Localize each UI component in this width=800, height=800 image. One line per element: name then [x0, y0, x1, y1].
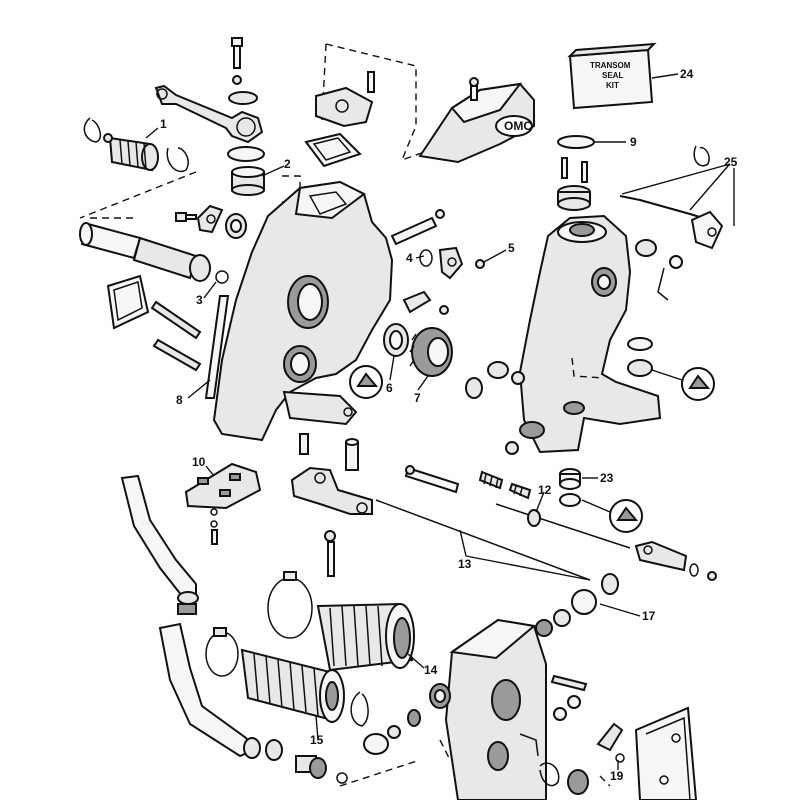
callout-17: 17	[642, 609, 656, 623]
callout-1: 1	[160, 117, 167, 131]
lever-19	[596, 722, 625, 763]
pin-8	[204, 295, 230, 399]
gear-7	[409, 327, 453, 377]
callout-8: 8	[176, 393, 183, 407]
pins-pair	[561, 157, 588, 183]
shift-rod-13	[375, 465, 591, 581]
seal-icon-badge-mid	[609, 499, 643, 533]
callout-24: 24	[680, 67, 694, 81]
gear-housing	[429, 618, 547, 800]
gimbal-housing	[212, 180, 394, 442]
washer-right	[627, 337, 653, 377]
bellows-small	[103, 133, 159, 172]
yoke-bracket	[518, 214, 662, 454]
bolt-mid	[324, 530, 336, 577]
steering-arm	[154, 84, 264, 144]
o-ring-9	[557, 135, 595, 149]
bearing-6	[383, 323, 409, 357]
screw-5	[475, 259, 485, 269]
transom-seal-kit: TRANSOM SEAL KIT	[567, 42, 657, 110]
gasket-left	[106, 274, 150, 330]
shaft-rod	[390, 209, 445, 246]
callout-25: 25	[724, 155, 738, 169]
small-screw-left	[175, 212, 197, 222]
exhaust-hose-upper	[120, 474, 199, 615]
bracket-small	[196, 204, 224, 234]
bushing-small	[225, 213, 247, 239]
omc-cover: OMC	[418, 77, 535, 164]
washer-mid	[559, 493, 581, 507]
callout-14: 14	[424, 663, 438, 677]
washer-lower	[363, 709, 421, 755]
callout-3: 3	[196, 293, 203, 307]
callout-15: 15	[310, 733, 324, 747]
mount-block	[315, 71, 375, 128]
plate-gasket	[304, 132, 362, 168]
callout-23: 23	[600, 471, 614, 485]
shift-cable-12	[495, 503, 631, 549]
kit-line2: SEAL	[602, 71, 623, 80]
clip-4	[419, 246, 464, 280]
callout-12: 12	[538, 483, 552, 497]
clip-left	[83, 117, 102, 143]
seal-icon-badge-left	[349, 365, 383, 399]
springs	[478, 470, 532, 500]
bearing-pair-left	[465, 361, 525, 455]
lever-small	[402, 290, 449, 315]
kit-line1: TRANSOM	[590, 61, 631, 70]
pins-right-lower	[550, 674, 588, 721]
callout-9: 9	[630, 135, 637, 149]
callout-6: 6	[386, 381, 393, 395]
studs	[150, 300, 202, 372]
tube-pair-3	[79, 222, 229, 284]
clip-lower	[350, 691, 369, 727]
bellows-15	[240, 648, 345, 723]
pivot-arm	[290, 433, 373, 515]
bearing-stack-17	[535, 573, 619, 637]
hose-clamp-lower	[205, 627, 239, 677]
bolt-top	[231, 37, 243, 85]
callout-13: 13	[458, 557, 472, 571]
callout-19: 19	[610, 769, 624, 783]
bellows-14	[316, 602, 415, 672]
callout-2: 2	[284, 157, 291, 171]
gasket-lower-right	[634, 706, 698, 800]
shift-lever-right	[634, 540, 717, 581]
trim-plate-10	[184, 462, 262, 545]
brand-mark: OMC	[504, 119, 532, 133]
bushing-23	[559, 468, 581, 490]
spacer-ring	[557, 185, 591, 211]
cable-assembly-25	[619, 145, 724, 250]
callout-10: 10	[192, 455, 206, 469]
bearing-lower-a	[265, 739, 348, 784]
bushing-right	[635, 239, 683, 301]
seal-icon-badge-right	[681, 367, 715, 401]
exhaust-hose-lower	[158, 622, 261, 759]
kit-line3: KIT	[606, 81, 619, 90]
nut-lower	[539, 762, 589, 795]
clip-right	[166, 147, 189, 173]
callout-7: 7	[414, 391, 421, 405]
callout-5: 5	[508, 241, 515, 255]
hose-clamp-upper	[267, 571, 313, 639]
callout-4: 4	[406, 251, 413, 265]
seal-ring-2	[227, 146, 265, 196]
